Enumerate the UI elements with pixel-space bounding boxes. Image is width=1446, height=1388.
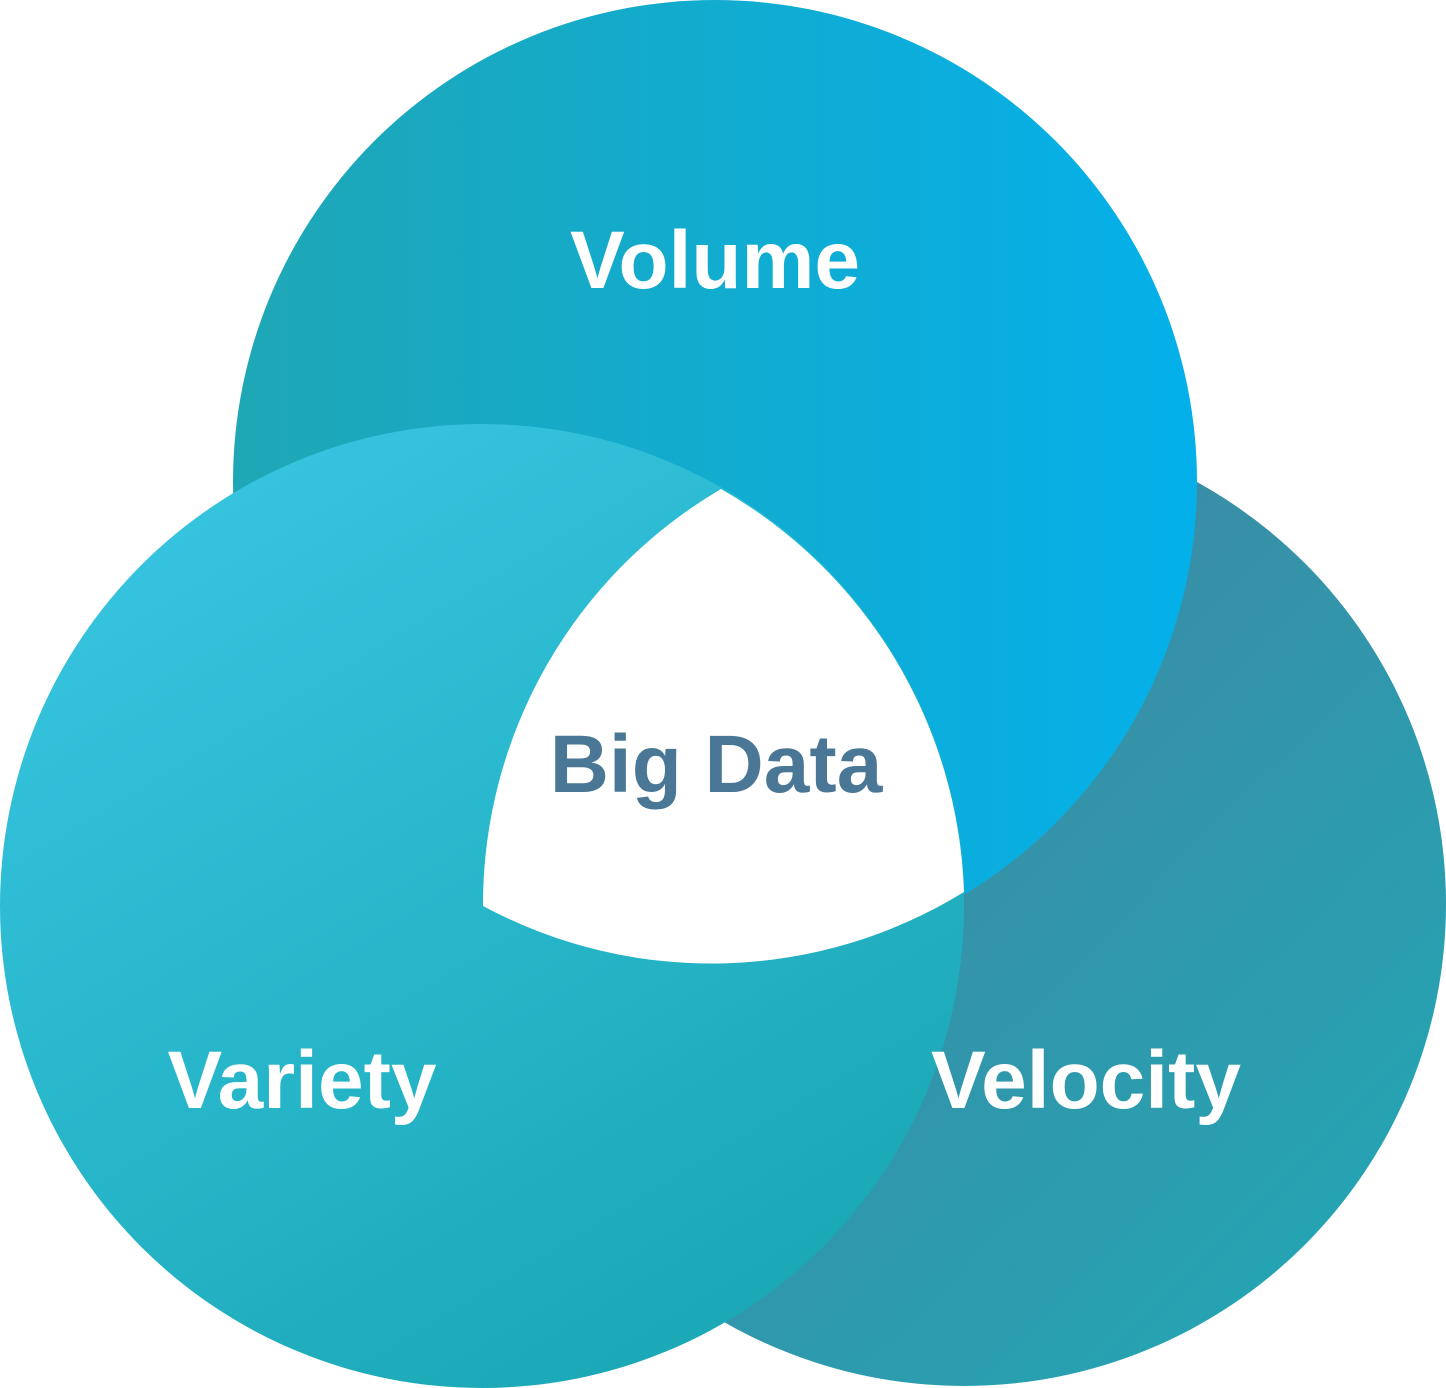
big-data-intersection [482, 489, 964, 964]
velocity-label: Velocity [931, 1035, 1241, 1126]
volume-label: Volume [570, 215, 860, 306]
variety-label: Variety [168, 1035, 437, 1126]
center-label: Big Data [550, 719, 884, 810]
